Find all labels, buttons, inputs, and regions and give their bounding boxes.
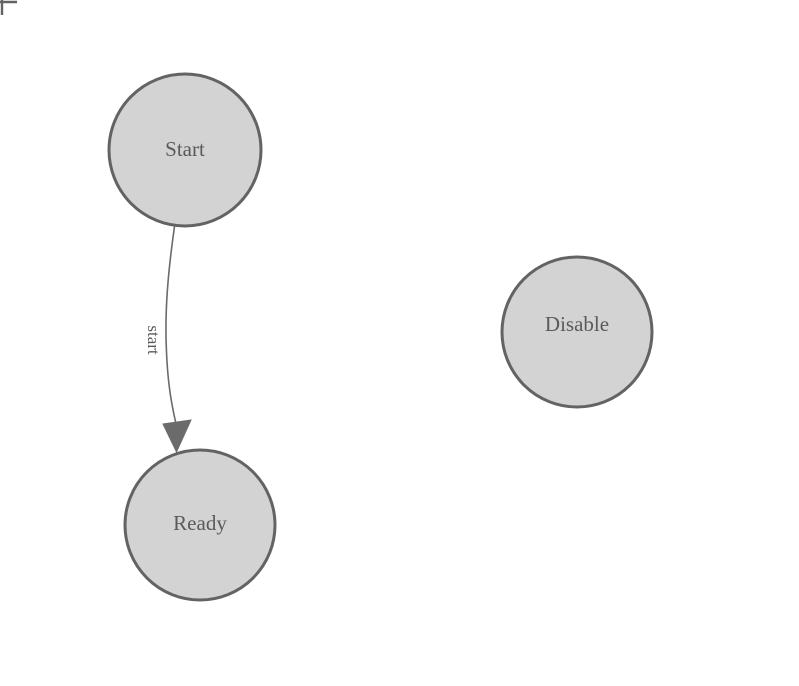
- node-circle[interactable]: [107, 72, 263, 228]
- node-label: Start: [165, 137, 205, 161]
- node-label: Disable: [545, 312, 609, 336]
- edge-label-start: start: [144, 325, 163, 355]
- edge-start-to-ready[interactable]: start: [144, 226, 192, 454]
- node-start[interactable]: Start: [107, 72, 263, 228]
- selection-corner-bracket-icon: [0, 0, 17, 15]
- node-circle[interactable]: [123, 448, 277, 602]
- node-circle[interactable]: [500, 255, 654, 409]
- arrowhead-icon: [162, 419, 192, 454]
- node-disable[interactable]: Disable: [500, 255, 654, 409]
- node-label: Ready: [173, 511, 227, 535]
- edge-line[interactable]: [165, 226, 177, 425]
- node-ready[interactable]: Ready: [123, 448, 277, 602]
